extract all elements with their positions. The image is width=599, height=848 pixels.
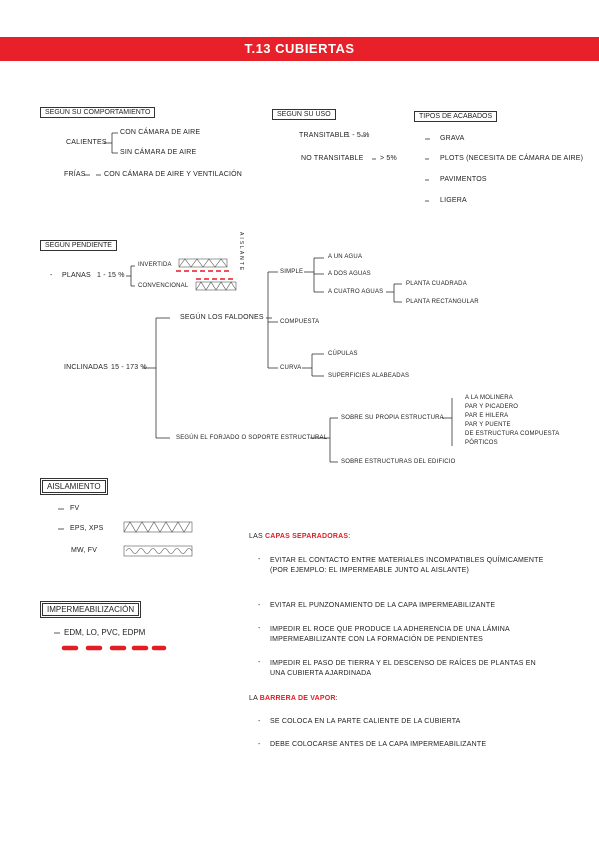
capas-item: EVITAR EL PUNZONAMIENTO DE LA CAPA IMPER… bbox=[270, 602, 496, 609]
cuatro-aguas-label: A CUATRO AGUAS bbox=[328, 289, 384, 295]
acabado-grava: GRAVA bbox=[440, 135, 465, 142]
propia-estructura-label: SOBRE SU PROPIA ESTRUCTURA bbox=[341, 415, 444, 421]
aislante-eps: EPS, XPS bbox=[70, 525, 104, 532]
frias-desc: CON CÁMARA DE AIRE Y VENTILACIÓN bbox=[104, 171, 243, 178]
capas-item: EVITAR EL CONTACTO ENTRE MATERIALES INCO… bbox=[270, 557, 544, 574]
acabado-plots: PLOTS (NECESITA DE CÁMARA DE AIRE) bbox=[440, 155, 584, 162]
compuesta-label: COMPUESTA bbox=[280, 319, 320, 325]
aislamiento-heading: AISLAMIENTO bbox=[40, 478, 108, 495]
impermeabilizacion-heading: IMPERMEABILIZACIÓN bbox=[40, 601, 142, 618]
sin-camara-label: SIN CÁMARA DE AIRE bbox=[120, 149, 197, 156]
dos-aguas-label: A DOS AGUAS bbox=[328, 271, 371, 277]
page-title: T.13 CUBIERTAS bbox=[244, 41, 355, 56]
aislante-mw: MW, FV bbox=[71, 547, 98, 554]
propia-item: PAR Y PICADERO bbox=[465, 404, 519, 410]
estructura-label: SEGÚN EL FORJADO O SOPORTE ESTRUCTURAL bbox=[176, 435, 328, 441]
propia-item: PÓRTICOS bbox=[465, 440, 498, 446]
barrera-item: SE COLOCA EN LA PARTE CALIENTE DE LA CUB… bbox=[270, 718, 461, 725]
no-transitable-value: > 5% bbox=[380, 155, 397, 162]
no-transitable-label: NO TRANSITABLE bbox=[301, 155, 364, 162]
planta-rectangular-label: PLANTA RECTANGULAR bbox=[406, 299, 479, 305]
invertida-label: INVERTIDA bbox=[138, 262, 172, 268]
acabados-heading: TIPOS DE ACABADOS bbox=[414, 111, 498, 122]
planta-cuadrada-label: PLANTA CUADRADA bbox=[406, 281, 467, 287]
inclinadas-value: 15 - 173 % bbox=[111, 364, 147, 371]
simple-label: SIMPLE bbox=[280, 269, 304, 275]
propia-item: DE ESTRUCTURA COMPUESTA bbox=[465, 431, 560, 437]
inclinadas-label: INCLINADAS bbox=[64, 364, 109, 371]
transitable-value: 1 - 5 % bbox=[346, 132, 370, 139]
pendiente-heading: SEGÚN PENDIENTE bbox=[40, 240, 117, 251]
comportamiento-heading: SEGÚN SU COMPORTAMIENTO bbox=[40, 107, 156, 118]
transitable-label: TRANSITABLE bbox=[299, 132, 349, 139]
acabado-pavimentos: PAVIMENTOS bbox=[440, 176, 487, 183]
convencional-label: CONVENCIONAL bbox=[138, 283, 189, 289]
con-camara-label: CON CÁMARA DE AIRE bbox=[120, 129, 201, 136]
cupulas-label: CÚPULAS bbox=[328, 351, 358, 357]
capas-item: IMPEDIR EL PASO DE TIERRA Y EL DESCENSO … bbox=[270, 660, 536, 677]
vertical-note: AISLANTE bbox=[238, 232, 244, 273]
curva-label: CURVA bbox=[280, 365, 302, 371]
propia-item: PAR Y PUENTE bbox=[465, 422, 511, 428]
barrera-item: DEBE COLOCARSE ANTES DE LA CAPA IMPERMEA… bbox=[270, 741, 487, 748]
aislante-fv: FV bbox=[70, 505, 80, 512]
planas-value: 1 - 15 % bbox=[97, 272, 125, 279]
calientes-label: CALIENTES bbox=[66, 139, 107, 146]
frias-label: FRÍAS bbox=[64, 171, 86, 178]
impermeable-materials: EDM, LO, PVC, EDPM bbox=[64, 628, 146, 637]
planas-label: PLANAS bbox=[62, 272, 91, 279]
acabado-ligera: LIGERA bbox=[440, 197, 467, 204]
title-bar: T.13 CUBIERTAS bbox=[0, 37, 599, 61]
capas-item: IMPEDIR EL ROCE QUE PRODUCE LA ADHERENCI… bbox=[270, 626, 510, 643]
capas-heading: LAS CAPAS SEPARADORAS: bbox=[249, 533, 351, 540]
barrera-heading: LA BARRERA DE VAPOR: bbox=[249, 695, 338, 702]
uso-heading: SEGÚN SU USO bbox=[272, 109, 336, 120]
estructura-edificio-label: SOBRE ESTRUCTURAS DEL EDIFICIO bbox=[341, 459, 456, 465]
un-agua-label: A UN AGUA bbox=[328, 254, 363, 260]
propia-item: PAR E HILERA bbox=[465, 413, 509, 419]
alabeadas-label: SUPERFICIES ALABEADAS bbox=[328, 373, 410, 379]
faldones-label: SEGÚN LOS FALDONES bbox=[180, 314, 264, 321]
propia-item: A LA MOLINERA bbox=[465, 395, 513, 401]
